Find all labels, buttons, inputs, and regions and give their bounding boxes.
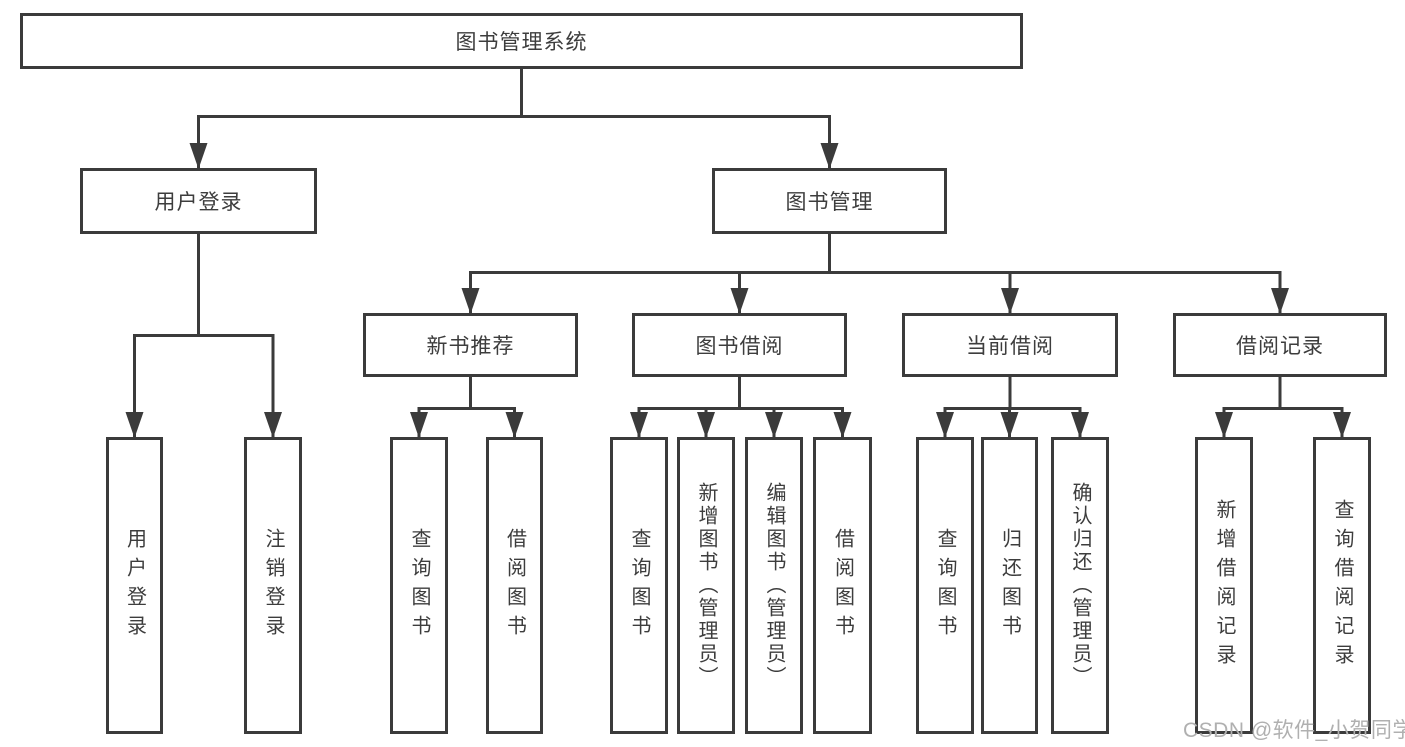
leaf-add-borrow-record: 新增借阅记录 <box>1195 437 1253 734</box>
leaf-add-books-admin-label: 新增图书（管理员） <box>695 482 717 689</box>
leaf-query-borrow-record-label: 查询借阅记录 <box>1331 498 1353 673</box>
node-book-borrow: 图书借阅 <box>632 313 847 377</box>
leaf-recommend-query-books-label: 查询图书 <box>408 527 430 644</box>
node-root-system: 图书管理系统 <box>20 13 1023 69</box>
leaf-add-books-admin: 新增图书（管理员） <box>677 437 735 734</box>
leaf-return-books-label: 归还图书 <box>998 527 1021 644</box>
node-book-management: 图书管理 <box>712 168 947 234</box>
leaf-current-query-books: 查询图书 <box>916 437 974 734</box>
leaf-borrow-borrow-books: 借阅图书 <box>813 437 872 734</box>
leaf-logout: 注销登录 <box>244 437 302 734</box>
node-user-login-label: 用户登录 <box>154 191 243 214</box>
node-user-login: 用户登录 <box>80 168 317 234</box>
leaf-logout-label: 注销登录 <box>262 527 284 644</box>
leaf-borrow-borrow-books-label: 借阅图书 <box>831 527 854 644</box>
node-book-management-label: 图书管理 <box>785 191 874 214</box>
leaf-user-login: 用户登录 <box>106 437 163 734</box>
leaf-confirm-return-admin-label: 确认归还（管理员） <box>1069 482 1091 689</box>
node-borrow-records-label: 借阅记录 <box>1236 335 1324 358</box>
csdn-watermark: CSDN @软件_小贺同学 <box>1183 719 1405 742</box>
leaf-current-query-books-label: 查询图书 <box>934 527 956 644</box>
leaf-query-borrow-record: 查询借阅记录 <box>1313 437 1371 734</box>
node-new-book-recommend-label: 新书推荐 <box>426 335 515 358</box>
leaf-edit-books-admin: 编辑图书（管理员） <box>745 437 803 734</box>
leaf-confirm-return-admin: 确认归还（管理员） <box>1051 437 1109 734</box>
leaf-recommend-borrow-books: 借阅图书 <box>486 437 543 734</box>
node-book-borrow-label: 图书借阅 <box>695 335 784 358</box>
leaf-user-login-label: 用户登录 <box>123 527 146 644</box>
leaf-recommend-borrow-books-label: 借阅图书 <box>503 527 526 644</box>
node-root-label: 图书管理系统 <box>455 31 588 54</box>
node-new-book-recommend: 新书推荐 <box>363 313 578 377</box>
node-current-borrow-label: 当前借阅 <box>966 335 1054 358</box>
node-borrow-records: 借阅记录 <box>1173 313 1387 377</box>
leaf-return-books: 归还图书 <box>981 437 1038 734</box>
node-current-borrow: 当前借阅 <box>902 313 1118 377</box>
leaf-edit-books-admin-label: 编辑图书（管理员） <box>763 482 785 689</box>
leaf-borrow-query-books: 查询图书 <box>610 437 668 734</box>
leaf-borrow-query-books-label: 查询图书 <box>628 527 650 644</box>
leaf-recommend-query-books: 查询图书 <box>390 437 448 734</box>
leaf-add-borrow-record-label: 新增借阅记录 <box>1213 498 1235 673</box>
